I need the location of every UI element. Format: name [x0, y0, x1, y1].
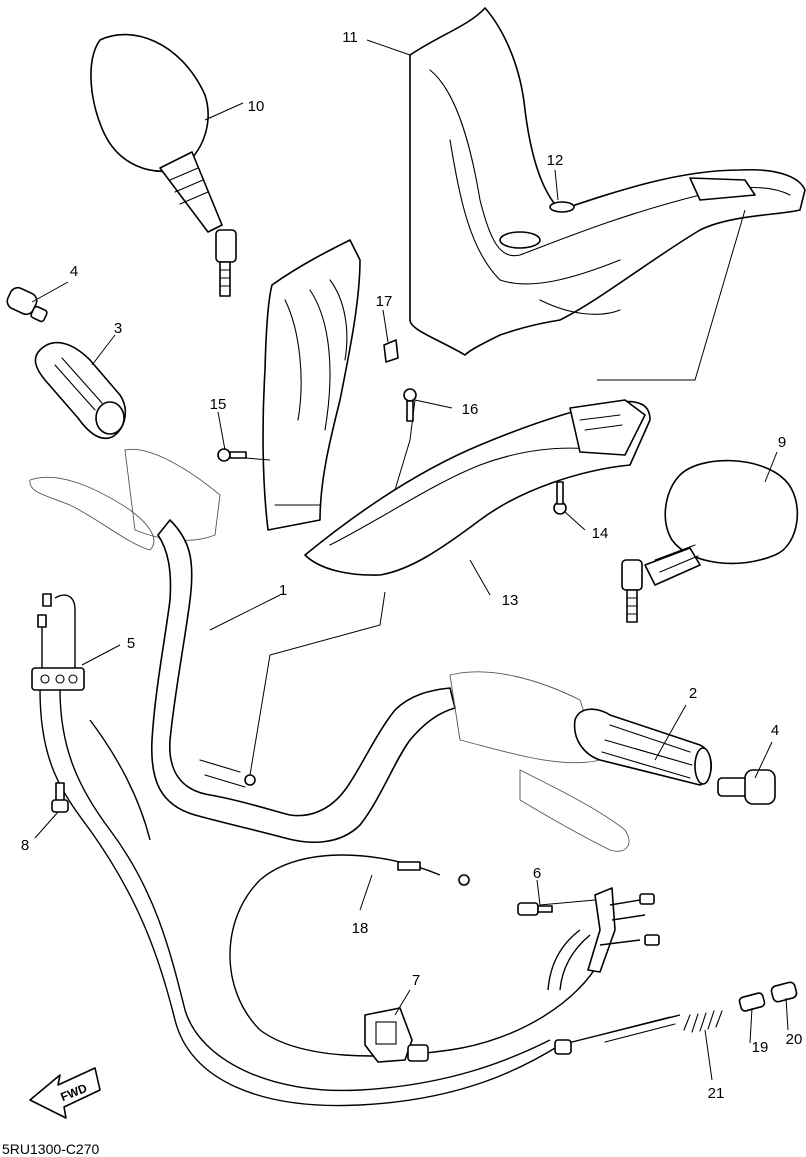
switch-7 [364, 1007, 429, 1063]
cable-junction [31, 593, 85, 691]
handlebar [150, 519, 456, 844]
bar-end-weight-right [717, 769, 776, 805]
lower-cover [304, 399, 651, 576]
callout-2: 2 [689, 685, 697, 702]
fastener-17 [383, 339, 399, 363]
inner-panel [262, 239, 361, 531]
drawing-code: 5RU1300-C270 [2, 1141, 99, 1157]
callout-6: 6 [533, 865, 541, 882]
callout-11: 11 [342, 29, 358, 46]
part-20 [770, 981, 798, 1003]
fwd-arrow: FWD [29, 1067, 101, 1119]
screw-8 [51, 782, 69, 813]
screw-16 [403, 388, 417, 422]
left-lever-ghost [29, 448, 221, 551]
bar-end-weight-top [6, 286, 48, 323]
clip-12 [549, 201, 575, 213]
callout-21: 21 [708, 1085, 725, 1102]
upper-cover [409, 7, 806, 356]
right-mirror [621, 459, 799, 623]
screw-15 [217, 448, 247, 462]
callout-14: 14 [592, 525, 609, 542]
bracket-6 [517, 887, 660, 991]
callout-18: 18 [352, 920, 369, 937]
callout-4b: 4 [771, 722, 779, 739]
throttle-grip [34, 341, 127, 439]
callout-1: 1 [279, 582, 287, 599]
callout-20: 20 [786, 1031, 803, 1048]
right-grip [449, 671, 713, 852]
callout-5: 5 [127, 635, 135, 652]
screw-14 [553, 481, 567, 515]
callout-19: 19 [752, 1039, 769, 1056]
callout-15: 15 [210, 396, 227, 413]
callout-16: 16 [462, 401, 479, 418]
callout-12: 12 [547, 152, 564, 169]
part-19 [738, 992, 766, 1012]
callout-4a: 4 [70, 263, 78, 280]
throttle-cables [39, 689, 561, 1107]
left-mirror [90, 33, 237, 297]
callout-13: 13 [502, 592, 519, 609]
callout-8: 8 [21, 837, 29, 854]
callout-numbers: 1 2 3 4 4 5 6 7 8 9 10 11 12 13 14 15 16… [21, 29, 803, 1102]
leader-lines [31, 39, 789, 1081]
spring-21 [554, 1010, 723, 1055]
callout-3: 3 [114, 320, 122, 337]
callout-7: 7 [412, 972, 420, 989]
brake-cable [229, 854, 601, 1057]
callout-10: 10 [248, 98, 265, 115]
callout-17: 17 [376, 293, 393, 310]
callout-9: 9 [778, 434, 786, 451]
